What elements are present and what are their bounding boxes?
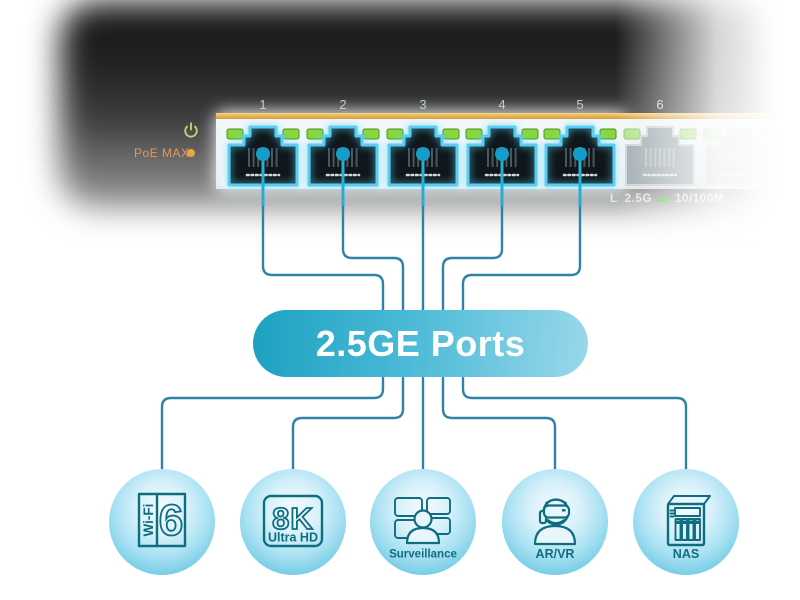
- wires-hub-to-bubbles: [160, 372, 688, 470]
- 8k-ultra-hd-icon: 8K Ultra HD: [262, 494, 324, 548]
- nas-icon: NAS: [666, 495, 711, 561]
- bubble-wifi-6: Wi-Fi 6: [109, 469, 215, 575]
- wifi-6-icon: Wi-Fi 6: [137, 492, 187, 548]
- 8k-big-text: 8K: [272, 501, 314, 536]
- hub-pill: 2.5GE Ports: [253, 310, 588, 377]
- wifi-side-text: Wi-Fi: [141, 504, 156, 537]
- port-number-5: 5: [576, 97, 584, 112]
- ar-vr-label: AR/VR: [536, 547, 575, 561]
- port-number-4: 4: [498, 97, 506, 112]
- gold-accent-strip: [216, 113, 796, 119]
- hub-label: 2.5GE Ports: [315, 322, 526, 364]
- surveillance-label: Surveillance: [389, 549, 457, 561]
- photo-right-fade: [615, 0, 800, 242]
- legend-prefix: L: [610, 193, 618, 205]
- poe-max-led: [187, 149, 195, 157]
- rj45-port-2: [306, 125, 380, 187]
- surveillance-icon: Surveillance: [389, 497, 457, 561]
- rj45-port-3: [386, 125, 460, 187]
- bubble-ar-vr: AR/VR: [502, 469, 608, 575]
- bubble-nas: NAS: [633, 469, 739, 575]
- rj45-port-5: [543, 125, 617, 187]
- nas-label: NAS: [673, 547, 699, 561]
- port-number-1: 1: [259, 97, 267, 112]
- wifi-big-text: 6: [159, 496, 183, 545]
- port-number-3: 3: [419, 97, 427, 112]
- poe-max-label: PoE MAX: [134, 146, 190, 160]
- power-icon: [184, 122, 198, 138]
- bubble-8k-ultra-hd: 8K Ultra HD: [240, 469, 346, 575]
- rj45-port-4: [465, 125, 539, 187]
- rj45-port-1: [226, 125, 300, 187]
- ar-vr-icon: AR/VR: [533, 498, 577, 561]
- wires-ports-to-hub: [261, 200, 582, 318]
- 8k-small-text: Ultra HD: [268, 531, 318, 545]
- port-number-2: 2: [339, 97, 347, 112]
- bubble-surveillance: Surveillance: [370, 469, 476, 575]
